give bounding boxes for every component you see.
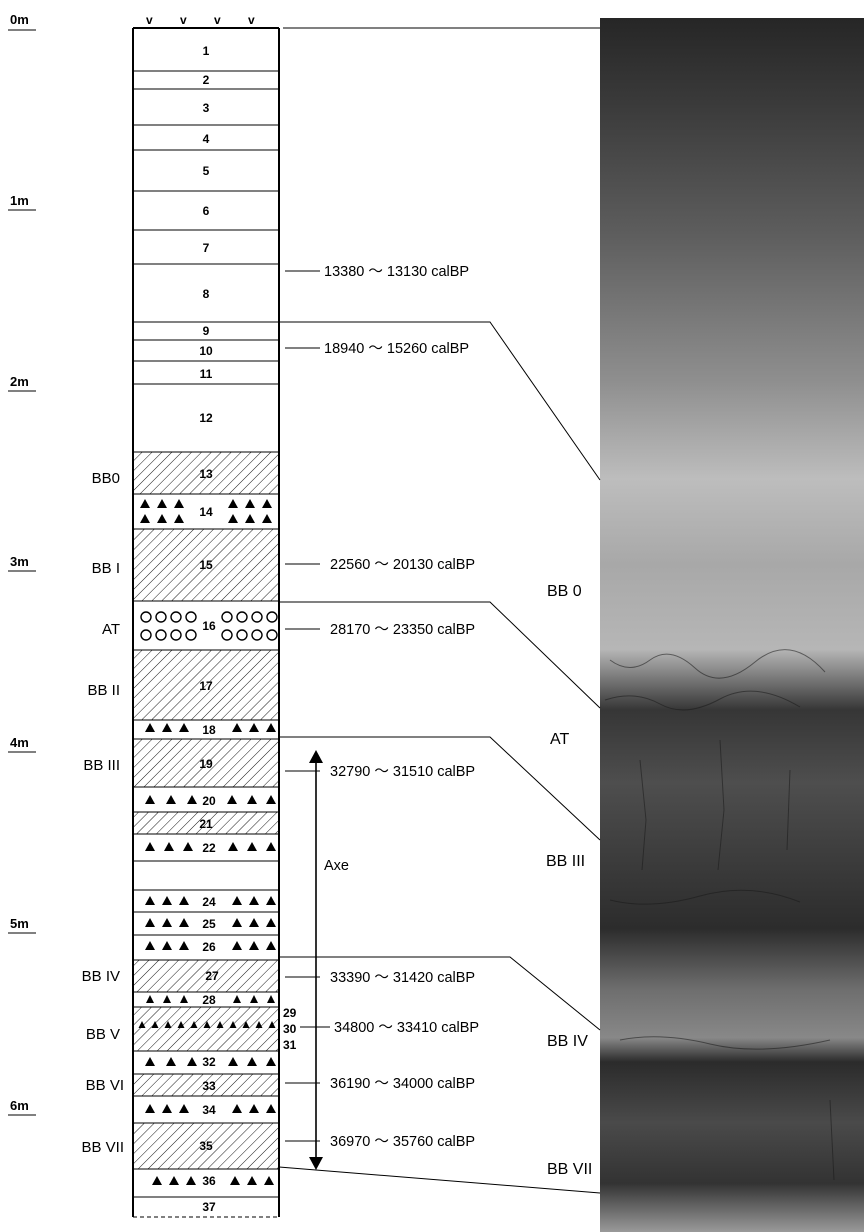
layer-15-fill [133, 529, 279, 601]
layer-num-34: 34 [202, 1103, 216, 1117]
layer-num-24: 24 [202, 895, 216, 909]
section-photo [600, 18, 864, 1232]
unit-label-at: AT [102, 621, 120, 638]
layer-numbers: 1 2 3 4 5 6 7 8 9 10 11 12 13 14 15 16 1… [199, 44, 219, 1214]
unit-label-bb5: BB V [86, 1026, 120, 1043]
layer-num-15: 15 [199, 558, 213, 572]
layer-num-29: 29 [283, 1006, 297, 1020]
unit-label-bb7: BB VII [81, 1139, 124, 1156]
layer-num-18: 18 [202, 723, 216, 737]
layer-num-13: 13 [199, 467, 213, 481]
depth-label-2m: 2m [10, 374, 29, 389]
photo-label-at: AT [550, 731, 569, 748]
layer-num-2: 2 [203, 73, 210, 87]
layer-num-17: 17 [199, 679, 213, 693]
unit-label-bb3: BB III [83, 757, 120, 774]
axe-range-arrow: Axe [309, 750, 349, 1170]
layer-19-fill [133, 739, 279, 787]
layer-num-10: 10 [199, 344, 213, 358]
layer-13-fill [133, 452, 279, 494]
layer-num-8: 8 [203, 287, 210, 301]
photo-texture [604, 649, 835, 1181]
layer-num-22: 22 [202, 841, 216, 855]
layer-num-27: 27 [205, 969, 219, 983]
date-label-35: 36970 ～ 35760 calBP [330, 1134, 475, 1150]
depth-label-4m: 4m [10, 735, 29, 750]
hatched-layers [133, 452, 279, 1169]
date-label-30: 34800 ～ 33410 calBP [334, 1020, 479, 1036]
layer-num-36: 36 [202, 1174, 216, 1188]
surface-v-1: v [146, 13, 153, 27]
layer-16-circles [140, 611, 278, 641]
layer-29-31-fill [133, 1007, 279, 1051]
surface-symbols: v v v v [146, 13, 255, 27]
layer-num-7: 7 [203, 241, 210, 255]
photo-label-bb0: BB 0 [547, 583, 582, 600]
date-label-10: 18940 ～ 15260 calBP [324, 341, 469, 357]
layer-num-25: 25 [202, 917, 216, 931]
layer-num-6: 6 [203, 204, 210, 218]
layer-num-28: 28 [202, 993, 216, 1007]
date-label-15: 22560 ～ 20130 calBP [330, 557, 475, 573]
depth-label-5m: 5m [10, 916, 29, 931]
depth-label-0m: 0m [10, 12, 29, 27]
unit-label-bb1: BB I [92, 560, 120, 577]
depth-label-1m: 1m [10, 193, 29, 208]
layer-num-31: 31 [283, 1038, 297, 1052]
column-outline [132, 27, 280, 1217]
layer-num-3: 3 [203, 101, 210, 115]
layer-21-fill [133, 812, 279, 834]
date-label-33: 36190 ～ 34000 calBP [330, 1076, 475, 1092]
layer-num-11: 11 [200, 367, 213, 381]
layer-num-1: 1 [203, 44, 210, 58]
side-layer-numbers: 29 30 31 [283, 1006, 297, 1052]
unit-labels: BB0 BB I AT BB II BB III BB IV BB V BB V… [81, 470, 124, 1156]
date-label-8: 13380 ～ 13130 calBP [324, 264, 469, 280]
depth-label-3m: 3m [10, 554, 29, 569]
layer-num-9: 9 [203, 324, 210, 338]
photo-label-bb7: BB VII [547, 1161, 592, 1178]
photo-label-bb3: BB III [546, 853, 585, 870]
layer-num-32: 32 [202, 1055, 216, 1069]
depth-scale: 0m 1m 2m 3m 4m 5m 6m [8, 12, 36, 1116]
layer-num-35: 35 [199, 1139, 213, 1153]
depth-label-6m: 6m [10, 1098, 29, 1113]
layer-33-fill [133, 1074, 279, 1096]
axe-label: Axe [324, 858, 349, 874]
triangle-markers [138, 499, 276, 1185]
date-label-27: 33390 ～ 31420 calBP [330, 970, 475, 986]
layer-num-26: 26 [202, 940, 216, 954]
layer-num-16: 16 [202, 619, 216, 633]
surface-v-2: v [180, 13, 187, 27]
date-leaders [285, 270, 330, 1142]
layer-27-fill [133, 960, 279, 992]
layer-num-21: 21 [199, 817, 213, 831]
unit-label-bb2: BB II [87, 682, 120, 699]
unit-label-bb4: BB IV [82, 968, 120, 985]
unit-label-bb0: BB0 [92, 470, 120, 487]
layer-num-12: 12 [199, 411, 213, 425]
layer-num-14: 14 [199, 505, 213, 519]
date-labels: 13380 ～ 13130 calBP 18940 ～ 15260 calBP … [324, 264, 479, 1150]
date-label-16: 28170 ～ 23350 calBP [330, 622, 475, 638]
layer-num-33: 33 [202, 1079, 216, 1093]
layer-35-fill [133, 1123, 279, 1169]
layer-num-19: 19 [199, 757, 213, 771]
layer-num-30: 30 [283, 1022, 297, 1036]
photo-labels: BB 0 AT BB III BB IV BB VII [546, 583, 592, 1178]
layer-boundaries [133, 70, 279, 1218]
surface-v-3: v [214, 13, 221, 27]
unit-label-bb6: BB VI [86, 1077, 124, 1094]
layer-num-4: 4 [203, 132, 210, 146]
layer-num-20: 20 [202, 794, 216, 808]
photo-label-bb4: BB IV [547, 1033, 588, 1050]
surface-v-4: v [248, 13, 255, 27]
layer-17-fill [133, 650, 279, 720]
correlation-lines [278, 27, 601, 1194]
date-label-19: 32790 ～ 31510 calBP [330, 764, 475, 780]
layer-num-37: 37 [202, 1200, 216, 1214]
layer-num-5: 5 [203, 164, 210, 178]
